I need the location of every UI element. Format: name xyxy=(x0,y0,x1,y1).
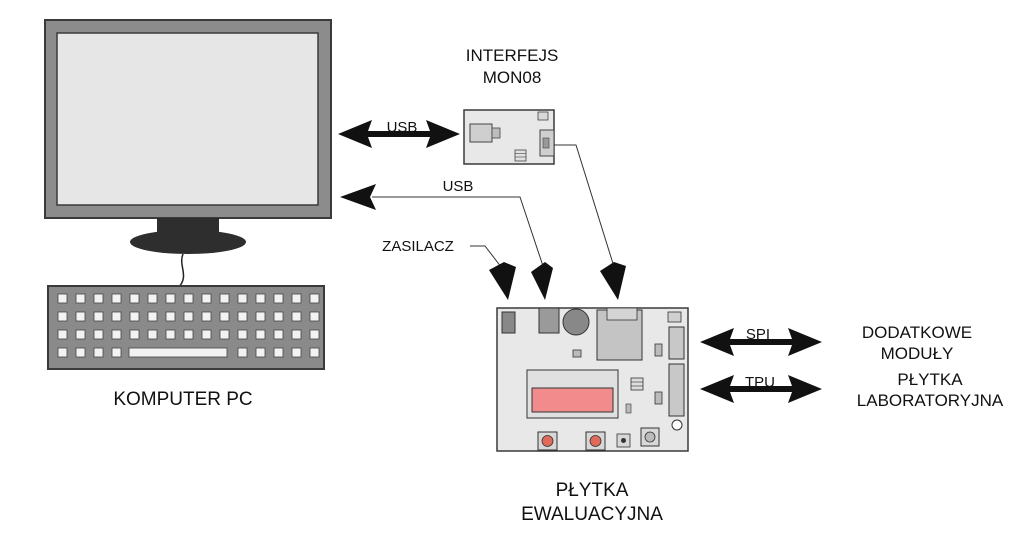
usb-mid-label: USB xyxy=(443,178,474,195)
keyboard-key xyxy=(201,329,212,340)
keyboard-key xyxy=(111,329,122,340)
keyboard-key xyxy=(57,293,68,304)
keyboard-key xyxy=(273,311,284,322)
keyboard-key xyxy=(57,329,68,340)
keyboard-key xyxy=(255,347,266,358)
keyboard-key xyxy=(165,329,176,340)
lab-board-label-line1: PŁYTKA xyxy=(897,370,963,389)
keyboard-key xyxy=(111,293,122,304)
keyboard-key xyxy=(111,311,122,322)
usb-cable-line xyxy=(340,184,553,300)
keyboard-key xyxy=(93,347,104,358)
computer-label: KOMPUTER PC xyxy=(113,389,252,410)
keyboard-key xyxy=(219,311,230,322)
keyboard-key xyxy=(93,293,104,304)
keyboard-key xyxy=(309,311,320,322)
board-title-line2: EWALUACYJNA xyxy=(521,504,663,525)
keyboard-key xyxy=(201,293,212,304)
keyboard-key xyxy=(309,329,320,340)
keyboard-key xyxy=(291,293,302,304)
power-cable-line xyxy=(470,245,516,300)
keyboard-key xyxy=(57,311,68,322)
keyboard-key xyxy=(93,329,104,340)
interface-cable-line xyxy=(554,144,626,300)
keyboard-key xyxy=(147,293,158,304)
board-title-line1: PŁYTKA xyxy=(556,480,629,501)
keyboard-key xyxy=(255,311,266,322)
keyboard-key xyxy=(147,311,158,322)
keyboard-key xyxy=(183,311,194,322)
keyboard-key xyxy=(291,329,302,340)
keyboard-key xyxy=(237,329,248,340)
monitor-icon xyxy=(44,19,332,289)
keyboard-icon xyxy=(47,285,325,370)
spi-double-arrow xyxy=(700,328,822,356)
keyboard-key xyxy=(273,347,284,358)
keyboard-key xyxy=(255,329,266,340)
tpu-label: TPU xyxy=(745,374,775,391)
keyboard-key xyxy=(75,347,86,358)
lab-board-label-line2: LABORATORYJNA xyxy=(857,391,1004,410)
keyboard-key xyxy=(183,293,194,304)
mon08-interface-icon xyxy=(463,109,555,165)
interface-title-line1: INTERFEJS xyxy=(466,46,559,65)
keyboard-key xyxy=(93,311,104,322)
keyboard-key xyxy=(111,347,122,358)
keyboard-key xyxy=(273,329,284,340)
keyboard-key xyxy=(129,311,140,322)
keyboard-key xyxy=(291,347,302,358)
modules-label-line1: DODATKOWE xyxy=(862,323,972,342)
keyboard-key xyxy=(183,329,194,340)
keyboard-key xyxy=(147,329,158,340)
keyboard-key xyxy=(309,293,320,304)
tpu-double-arrow xyxy=(700,375,822,403)
keyboard-key xyxy=(201,311,212,322)
power-label: ZASILACZ xyxy=(382,238,454,255)
keyboard-key xyxy=(273,293,284,304)
keyboard-key xyxy=(237,293,248,304)
keyboard-key xyxy=(75,293,86,304)
keyboard-key xyxy=(129,329,140,340)
keyboard-key xyxy=(57,347,68,358)
keyboard-key xyxy=(291,311,302,322)
keyboard-key xyxy=(75,311,86,322)
modules-label-line2: MODUŁY xyxy=(881,344,954,363)
keyboard-key xyxy=(219,329,230,340)
keyboard-key xyxy=(309,347,320,358)
usb-double-arrow xyxy=(338,120,460,148)
keyboard-key xyxy=(129,293,140,304)
interface-title-line2: MON08 xyxy=(483,68,542,87)
keyboard-key xyxy=(237,311,248,322)
keyboard-key xyxy=(165,311,176,322)
keyboard-key xyxy=(219,293,230,304)
keyboard-key xyxy=(237,347,248,358)
usb-top-label: USB xyxy=(387,119,418,136)
spi-label: SPI xyxy=(746,326,770,343)
evaluation-board-icon xyxy=(496,307,689,452)
keyboard-key xyxy=(255,293,266,304)
keyboard-key xyxy=(165,293,176,304)
keyboard-key xyxy=(75,329,86,340)
